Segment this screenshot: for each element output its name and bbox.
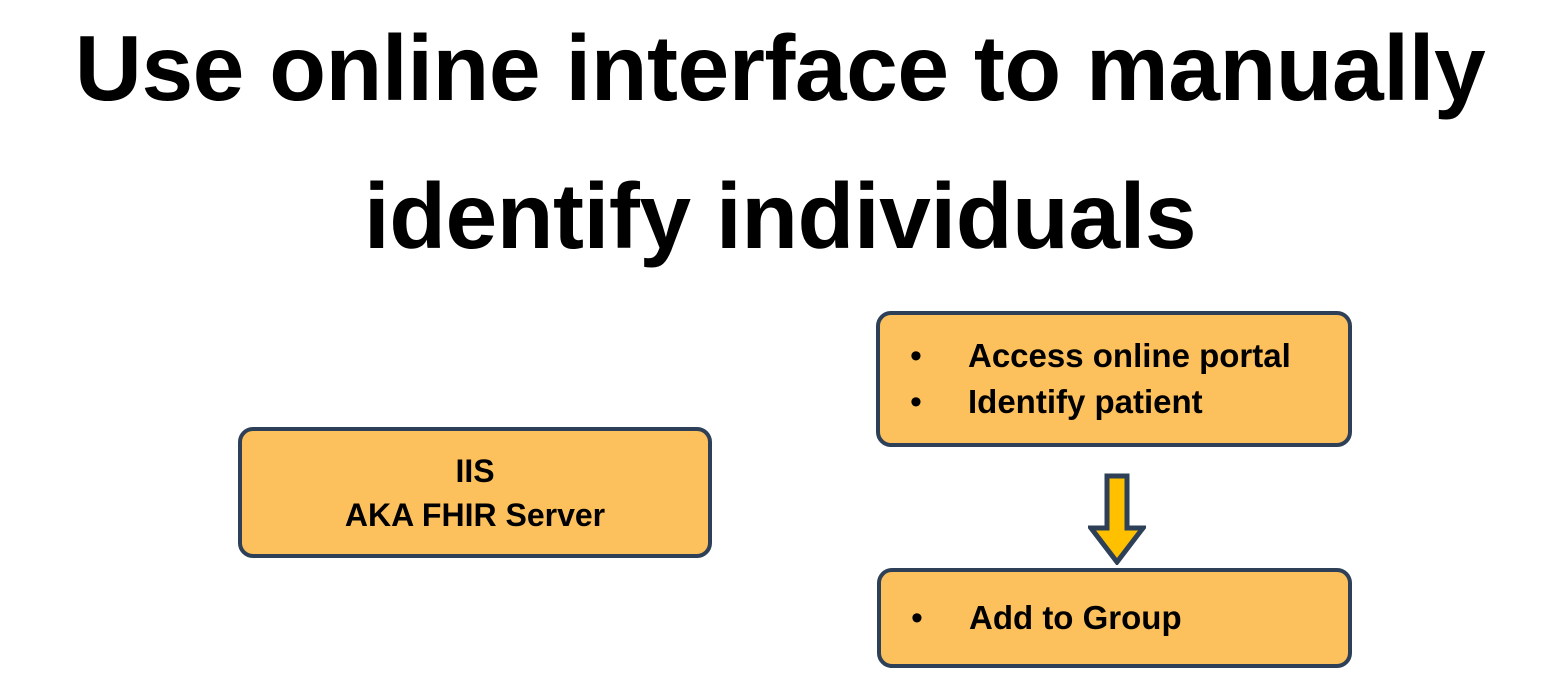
server-box: IIS AKA FHIR Server [238,427,712,558]
server-box-line-1: IIS [455,452,495,489]
action-box-item-1: Add to Group [969,599,1182,636]
bullet-icon: • [911,599,923,637]
list-item: • Identify patient [910,379,1348,425]
action-box: • Add to Group [877,568,1352,668]
bullet-icon: • [910,337,922,375]
bullet-icon: • [910,383,922,421]
steps-box-item-2: Identify patient [968,383,1203,420]
page-title: Use online interface to manually identif… [74,16,1486,268]
steps-box-item-1: Access online portal [968,337,1291,374]
list-item: • Add to Group [911,595,1348,641]
steps-box: • Access online portal • Identify patien… [876,311,1352,447]
down-arrow-icon [1088,473,1146,565]
server-box-line-2: AKA FHIR Server [344,496,606,533]
list-item: • Access online portal [910,333,1348,379]
